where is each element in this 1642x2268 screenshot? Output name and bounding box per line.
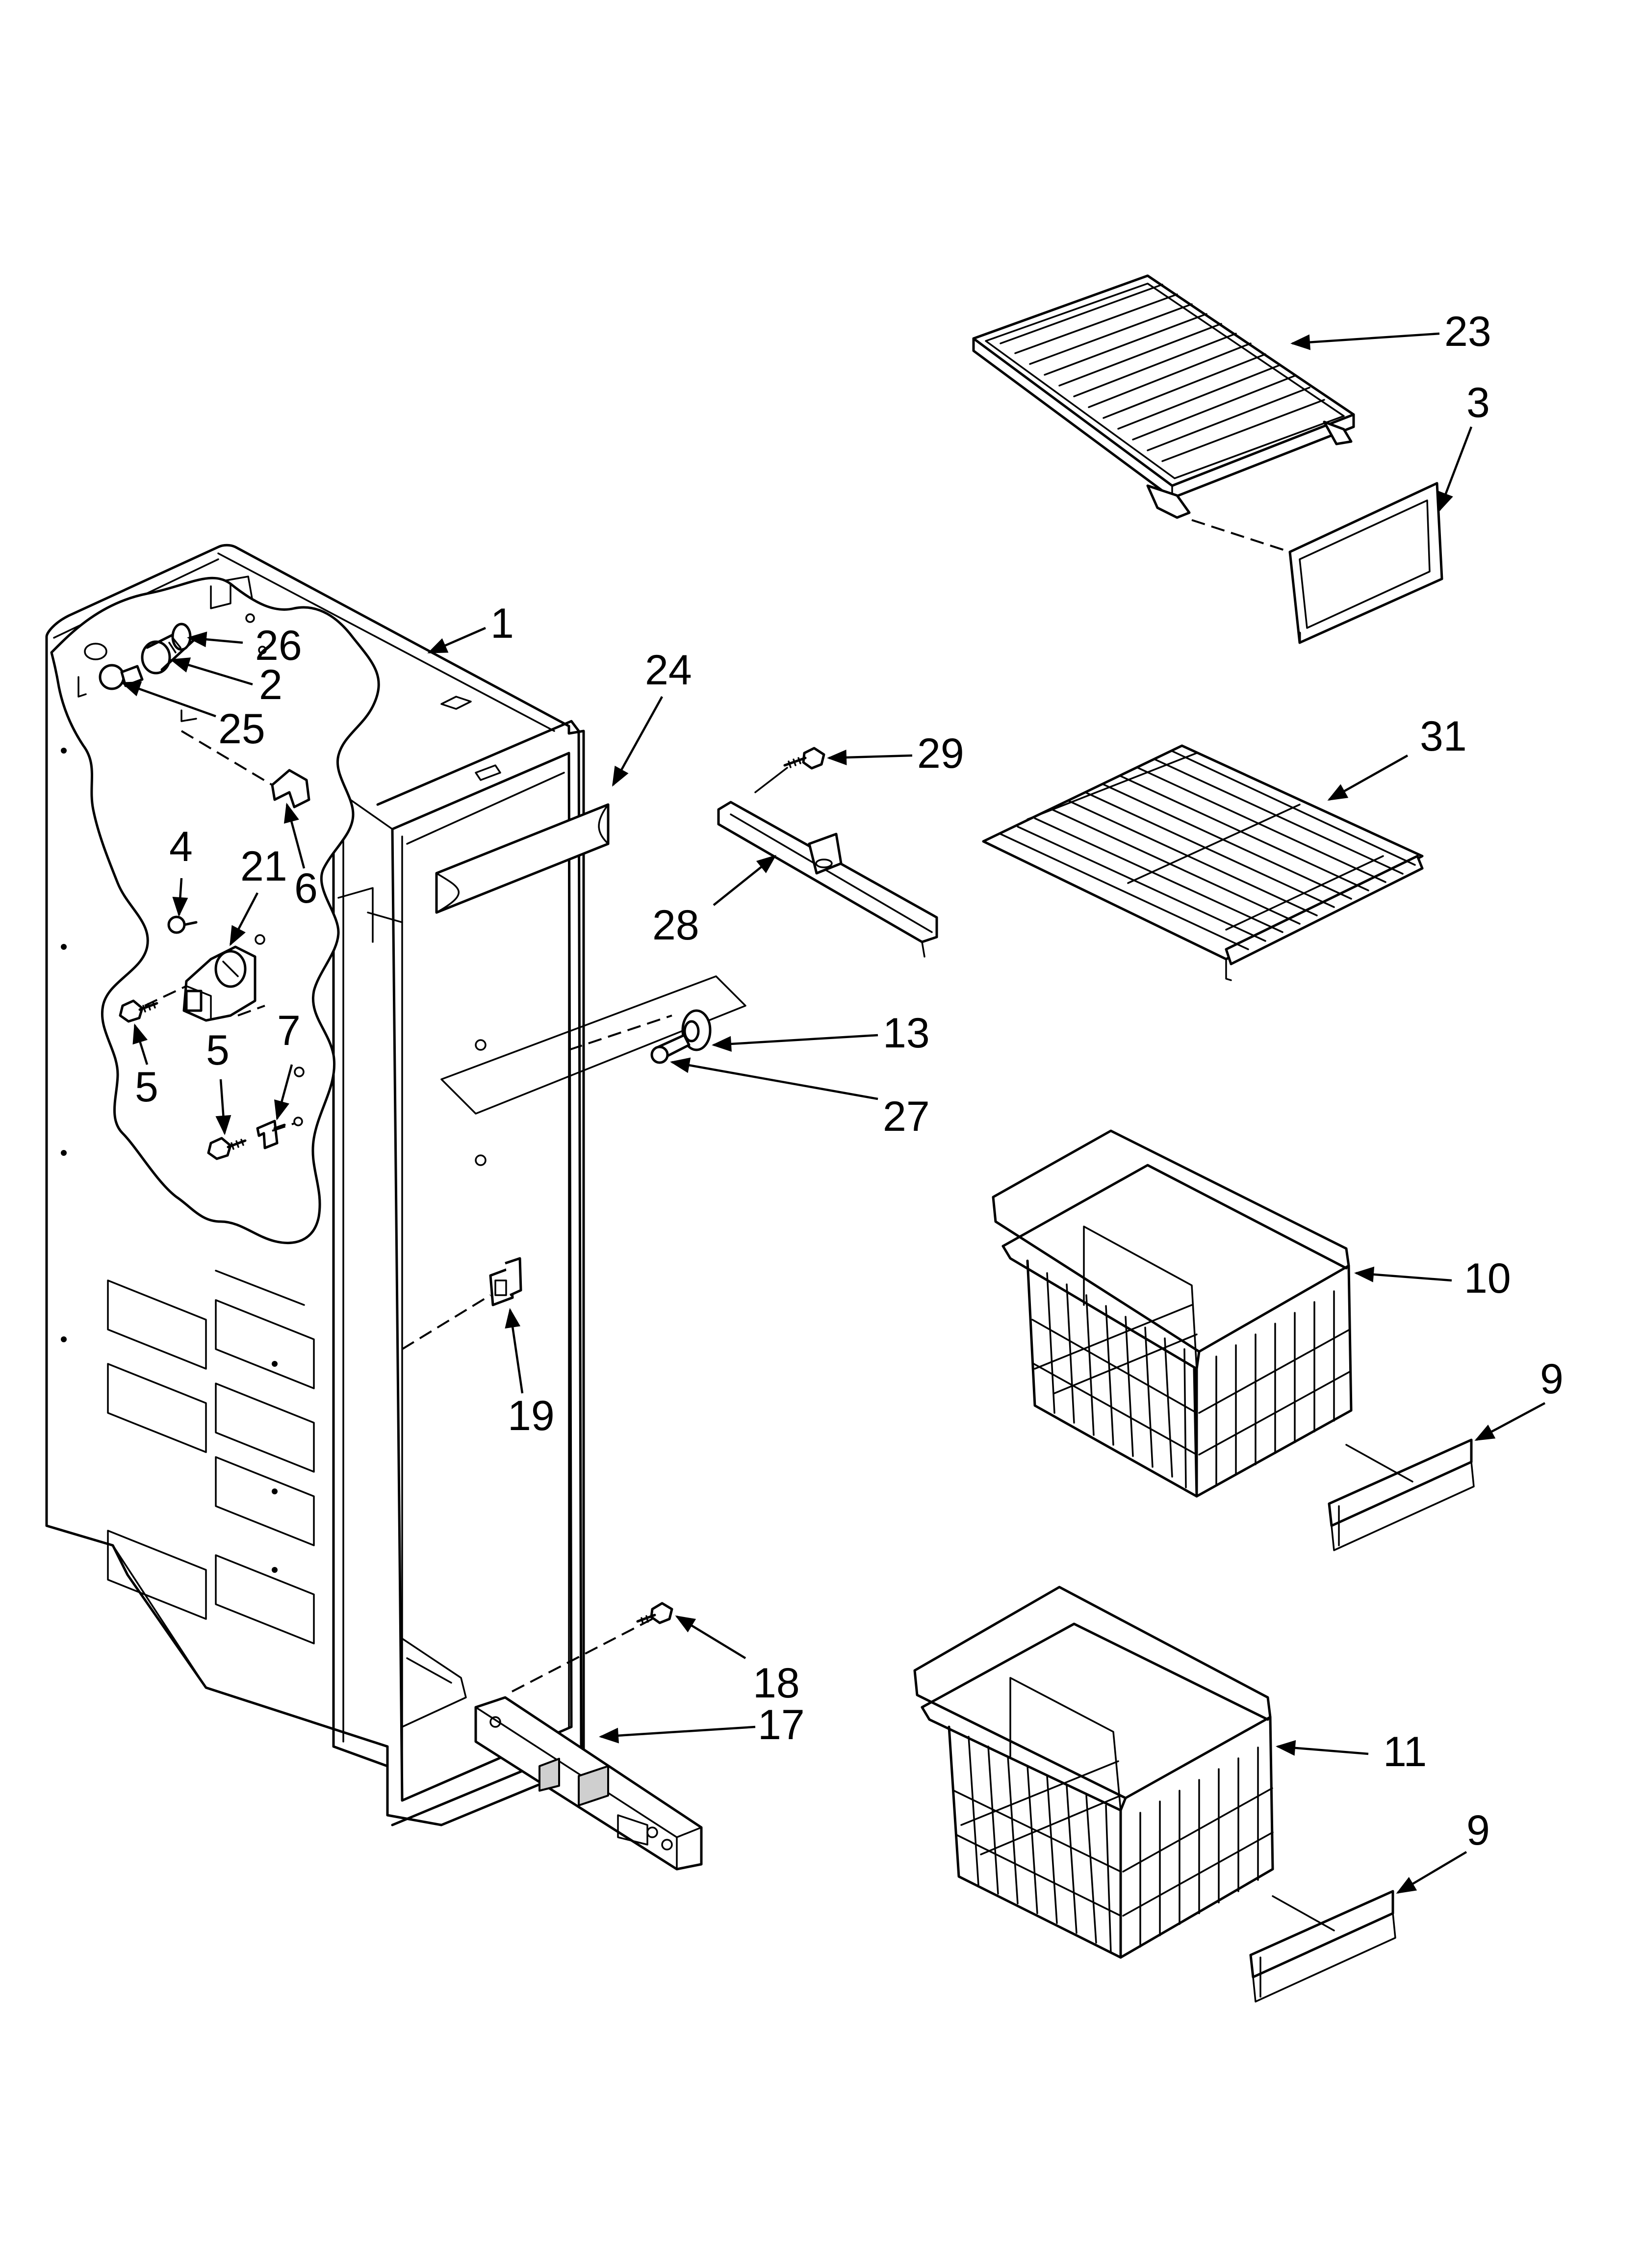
callout-3: 3 [1466, 379, 1490, 426]
screw-5a [119, 999, 158, 1023]
callout-25: 25 [218, 705, 265, 753]
callout-4: 4 [169, 823, 193, 870]
callout-7: 7 [277, 1007, 301, 1054]
screw-29 [783, 747, 825, 770]
callout-26: 26 [255, 622, 302, 669]
bottom-panel [474, 1696, 703, 1871]
wire-basket-lower [913, 1586, 1274, 1959]
callout-17: 17 [758, 1701, 805, 1748]
callout-13: 13 [883, 1010, 930, 1057]
callout-2: 2 [259, 661, 282, 708]
callout-9b: 9 [1466, 1807, 1490, 1854]
leader-lines [121, 332, 1546, 1894]
trim-strip [435, 803, 610, 914]
screw-4 [167, 915, 198, 934]
control-housing [182, 945, 257, 1022]
shelf-support [717, 801, 938, 958]
callout-11: 11 [1383, 1728, 1427, 1775]
callout-28: 28 [652, 902, 699, 949]
wire-basket-upper [992, 1129, 1353, 1498]
light-bulb [99, 664, 144, 690]
bracket-7 [256, 1120, 286, 1149]
callout-labels: 1 2 3 4 5 5 6 7 9 9 10 11 13 17 18 19 21… [135, 308, 1564, 1854]
callout-31: 31 [1420, 713, 1467, 760]
callout-5b: 5 [206, 1027, 230, 1074]
callout-10: 10 [1464, 1255, 1511, 1302]
callout-6: 6 [294, 865, 318, 912]
cutaway-view [50, 576, 380, 1244]
screw-5b [207, 1137, 247, 1160]
freezer-liner [45, 544, 585, 1826]
callout-21: 21 [240, 843, 287, 890]
callout-27: 27 [883, 1093, 930, 1140]
callout-19: 19 [508, 1392, 555, 1439]
callout-24: 24 [645, 647, 692, 694]
screw-18 [636, 1602, 673, 1625]
callout-29: 29 [917, 730, 964, 777]
shelf-trim [1288, 482, 1443, 644]
basket-rail-upper [1328, 1438, 1475, 1551]
callout-9a: 9 [1540, 1356, 1564, 1403]
callout-23: 23 [1444, 308, 1491, 355]
switch [489, 1257, 522, 1306]
callout-1: 1 [490, 600, 514, 647]
callout-5a: 5 [135, 1064, 158, 1111]
callout-18: 18 [753, 1660, 800, 1707]
grommet [650, 1009, 712, 1064]
mounting-plate [440, 975, 746, 1166]
glass-shelf-frame [972, 274, 1355, 519]
wire-shelf [982, 744, 1424, 981]
basket-rail-lower [1249, 1890, 1396, 2003]
clip [271, 769, 310, 808]
